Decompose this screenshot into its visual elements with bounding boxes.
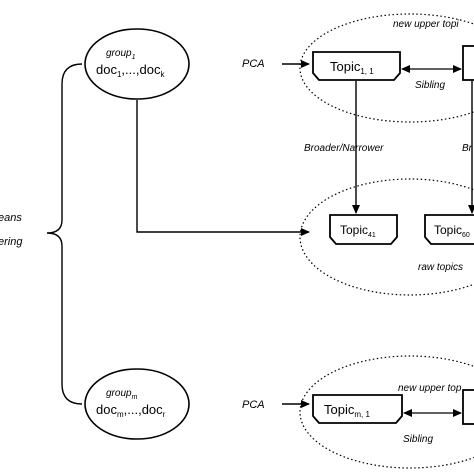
broader-narrower-label: Broader/Narrower bbox=[304, 143, 384, 154]
group-top-docs: doc1,...,dock bbox=[96, 62, 165, 79]
group-brace bbox=[46, 63, 83, 405]
sibling-label-bottom: Sibling bbox=[403, 434, 433, 445]
topic-m-1-box bbox=[312, 394, 403, 424]
group-to-raw-topics-arrow bbox=[136, 100, 310, 236]
upper-topics-cluster-top bbox=[299, 13, 474, 123]
topic-m-1-label: Topicm, 1 bbox=[324, 402, 370, 419]
upper-topics-cluster-bottom bbox=[299, 355, 474, 469]
topic-41-box bbox=[329, 214, 398, 245]
pca-label-top: PCA bbox=[242, 58, 265, 70]
group-bottom-name: groupm bbox=[106, 388, 138, 401]
group-bottom-ellipse bbox=[84, 368, 190, 440]
upper-topic-box-cut-bottom bbox=[462, 389, 474, 425]
clustering-label-line1: eans bbox=[0, 212, 22, 224]
upper-topics-label-top: new upper topi bbox=[393, 19, 459, 30]
topic-1-1-box bbox=[312, 51, 401, 81]
broader-label-cut: Br bbox=[462, 143, 473, 154]
topic-60-label: Topic60 bbox=[434, 223, 470, 239]
raw-topics-cluster bbox=[299, 178, 474, 296]
raw-topics-label: raw topics bbox=[418, 262, 463, 273]
pca-label-bottom: PCA bbox=[242, 399, 265, 411]
group-top-ellipse bbox=[84, 28, 190, 100]
topic-60-box bbox=[424, 214, 474, 245]
upper-topic-box-cut-top bbox=[462, 45, 474, 81]
group-bottom-docs: docm,...,docr bbox=[96, 402, 166, 419]
topic-41-label: Topic41 bbox=[340, 223, 376, 239]
sibling-label-top: Sibling bbox=[415, 80, 445, 91]
clustering-label-line2: ering bbox=[0, 236, 23, 248]
upper-topics-label-bottom: new upper top bbox=[398, 383, 462, 394]
group-top-name: group1 bbox=[106, 48, 136, 61]
topic-1-1-label: Topic1, 1 bbox=[330, 59, 374, 76]
